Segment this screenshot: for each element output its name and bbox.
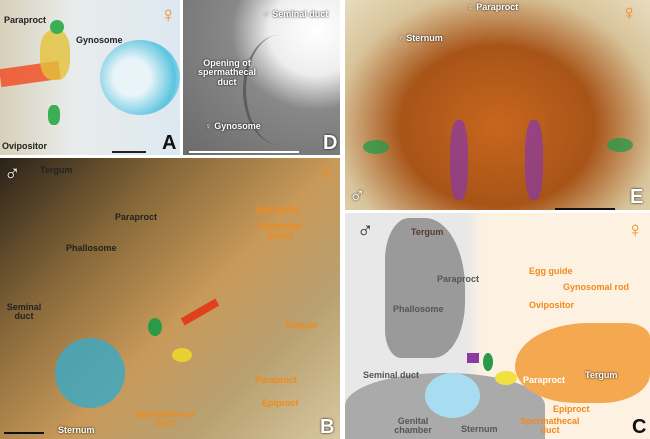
male-symbol: ♂ xyxy=(4,160,21,185)
label-ovipositor: Ovipositor xyxy=(529,300,575,310)
panel-letter-e: E xyxy=(630,186,644,208)
purple-structure xyxy=(450,120,468,200)
label-tergum: Tergum xyxy=(411,227,444,237)
label-ovipositor: Ovipositor xyxy=(2,141,48,151)
label-gynosomal-rod: Gynosomal rod xyxy=(563,282,630,292)
gynosome-shape xyxy=(100,40,180,115)
female-symbol: ♀ xyxy=(627,217,644,242)
label-gynosome: ♀ Gynosome xyxy=(205,121,261,131)
label-seminal-duct: ♂ Seminal duct xyxy=(263,9,329,19)
spermatheca-blue xyxy=(55,338,125,408)
red-structure xyxy=(180,298,220,326)
green-structure xyxy=(50,20,64,34)
purple-structure xyxy=(525,120,543,200)
green-structure xyxy=(363,140,389,154)
label-egg-guide: Egg guide xyxy=(255,204,299,214)
label-epiproct: Epiproct xyxy=(553,404,590,414)
yellow-structure xyxy=(172,348,192,362)
yellow-structure xyxy=(40,30,70,80)
female-symbol: ♀ xyxy=(621,0,638,25)
gynosome-outline xyxy=(243,35,316,145)
purple-structure xyxy=(467,353,479,363)
label-tergum: Tergum xyxy=(40,165,73,175)
label-seminal-duct: Seminal duct xyxy=(363,370,420,380)
label-paraproct: Paraproct xyxy=(4,15,47,25)
label-tergum-female: Tergum xyxy=(585,370,618,380)
female-symbol: ♀ xyxy=(318,160,335,185)
panel-a: Paraproct Gynosome Ovipositor ♀ A xyxy=(0,0,180,155)
label-paraproct: Paraproct xyxy=(437,274,480,284)
label-spermathecal-duct: Spermathecal duct xyxy=(135,409,195,429)
label-gynosome: Gynosome xyxy=(76,35,123,45)
label-ovipositor-base: Ovipositor (base) xyxy=(257,221,303,241)
scale-bar xyxy=(189,151,299,153)
label-sternum: Sternum xyxy=(58,425,95,435)
label-spermathecal-duct: Spermathecal duct xyxy=(520,416,580,436)
label-genital-chamber: Genital chamber xyxy=(394,416,432,436)
panel-e: ♀ Paraproct ♂ Sternum ♀ ♂ E xyxy=(345,0,650,210)
male-tergum-shape xyxy=(385,218,465,358)
panel-c: Tergum Paraproct Phallosome Egg guide Gy… xyxy=(345,213,650,439)
green-structure xyxy=(148,318,162,336)
label-phallosome: Phallosome xyxy=(66,243,117,253)
panel-letter-c: C xyxy=(632,416,647,438)
label-tergum-female: Tergum xyxy=(285,320,318,330)
label-opening-spermathecal-duct: Opening of spermathecal duct xyxy=(197,58,257,87)
green-structure xyxy=(607,138,633,152)
label-sternum: Sternum xyxy=(461,424,498,434)
label-egg-guide: Egg guide xyxy=(529,266,573,276)
label-epiproct: Epiproct xyxy=(262,398,299,408)
scale-bar xyxy=(4,432,44,434)
yellow-structure xyxy=(495,371,517,385)
male-symbol: ♂ xyxy=(357,217,374,242)
label-paraproct: Paraproct xyxy=(115,212,158,222)
panel-letter-b: B xyxy=(320,416,335,438)
label-sternum: ♂ Sternum xyxy=(397,33,443,43)
scale-bar xyxy=(555,208,615,210)
green-structure xyxy=(483,353,493,371)
label-phallosome: Phallosome xyxy=(393,304,444,314)
panel-b: Tergum Paraproct Phallosome Egg guide Ov… xyxy=(0,158,340,439)
label-seminal-duct: Seminal duct xyxy=(6,302,42,322)
panel-letter-a: A xyxy=(162,132,177,154)
female-tergum-shape xyxy=(515,323,650,403)
male-symbol: ♂ xyxy=(349,182,366,207)
label-paraproct: ♀ Paraproct xyxy=(467,2,519,12)
panel-d: ♂ Seminal duct Opening of spermathecal d… xyxy=(183,0,340,155)
green-structure xyxy=(48,105,60,125)
label-paraproct-female: Paraproct xyxy=(523,375,566,385)
panel-letter-d: D xyxy=(323,132,338,154)
label-paraproct-female: Paraproct xyxy=(255,375,298,385)
female-symbol: ♀ xyxy=(160,2,177,27)
scale-bar xyxy=(112,151,146,153)
spermatheca-blue xyxy=(425,373,480,418)
